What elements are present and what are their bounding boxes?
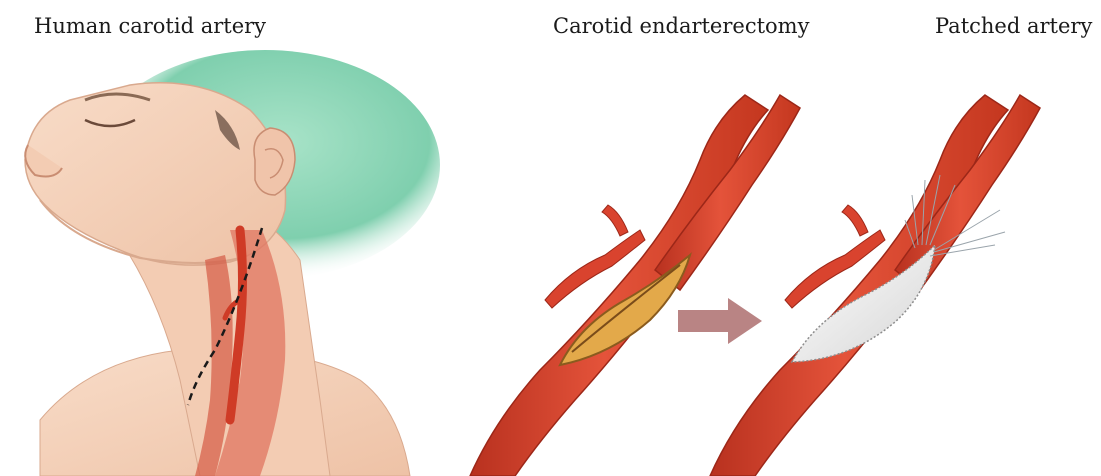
right-arrow-icon <box>678 298 762 344</box>
head-neck-illustration <box>25 50 440 476</box>
common-carotid-artery <box>470 95 768 476</box>
